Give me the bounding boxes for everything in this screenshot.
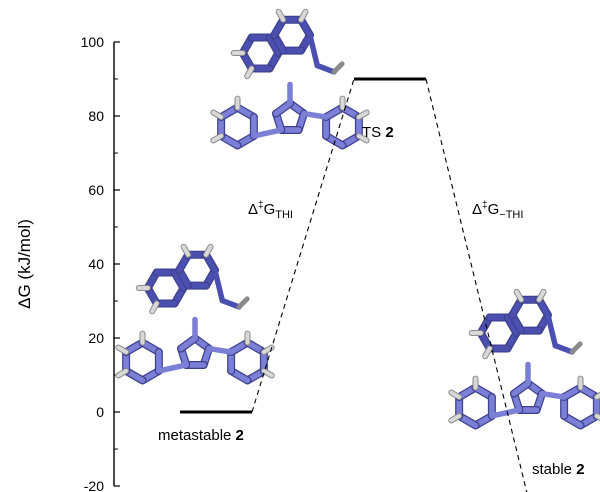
- bond: [273, 100, 293, 117]
- bond: [204, 244, 213, 257]
- bond: [178, 335, 198, 352]
- bond: [245, 66, 254, 79]
- bond: [331, 61, 345, 75]
- molecule-ts-icon: [210, 8, 370, 150]
- bond: [261, 368, 274, 378]
- label-metastable: metastable 2: [158, 427, 244, 444]
- y-tick-label: 20: [88, 330, 104, 346]
- y-tick-label: -20: [84, 478, 104, 492]
- connector-metastable-to-ts: [251, 78, 355, 413]
- bond: [489, 407, 523, 419]
- bond: [314, 62, 337, 75]
- molecule-stable-icon: [448, 288, 600, 430]
- bond: [211, 110, 224, 120]
- y-axis-ticks: 100 80 60 40 20 0 -20: [81, 34, 120, 492]
- y-tick-label: 60: [88, 182, 104, 198]
- bond: [156, 362, 190, 374]
- bond: [261, 345, 274, 355]
- bond: [211, 133, 224, 143]
- connector-ts-to-stable: [425, 78, 528, 492]
- bond: [301, 110, 329, 120]
- y-tick-label: 80: [88, 108, 104, 124]
- bond: [539, 390, 567, 400]
- bond: [206, 345, 234, 355]
- bond: [569, 341, 583, 355]
- bond: [511, 380, 531, 397]
- bond: [171, 269, 187, 291]
- bond: [266, 34, 282, 56]
- barrier-label-reverse-thi: Δ‡G−THI: [472, 200, 523, 221]
- bond: [116, 345, 129, 355]
- bond: [276, 9, 286, 22]
- y-tick-label: 100: [81, 34, 105, 50]
- bond: [251, 127, 285, 139]
- bond: [514, 289, 524, 302]
- bond: [356, 133, 369, 143]
- label-stable: stable 2: [532, 461, 585, 478]
- bond: [236, 296, 250, 310]
- y-axis-label: ΔG (kJ/mol): [15, 219, 34, 309]
- bond: [545, 312, 559, 349]
- bond: [307, 32, 321, 69]
- molecule-metastable-icon: [115, 243, 275, 385]
- bond: [212, 267, 226, 304]
- bond: [594, 413, 600, 421]
- bond: [116, 368, 129, 378]
- barrier-label-thi: Δ‡GTHI: [248, 200, 293, 221]
- y-tick-label: 40: [88, 256, 104, 272]
- bond: [449, 413, 462, 423]
- bond: [537, 289, 546, 302]
- bond: [483, 346, 492, 359]
- bond: [504, 314, 520, 336]
- bond: [299, 9, 308, 22]
- label-ts: TS 2: [362, 124, 394, 141]
- bond: [449, 390, 462, 400]
- bond: [219, 297, 242, 310]
- bond: [150, 301, 159, 314]
- y-tick-label: 0: [96, 404, 104, 420]
- bond: [594, 392, 600, 400]
- bond: [552, 342, 575, 355]
- bond: [181, 244, 191, 257]
- bond: [356, 110, 369, 120]
